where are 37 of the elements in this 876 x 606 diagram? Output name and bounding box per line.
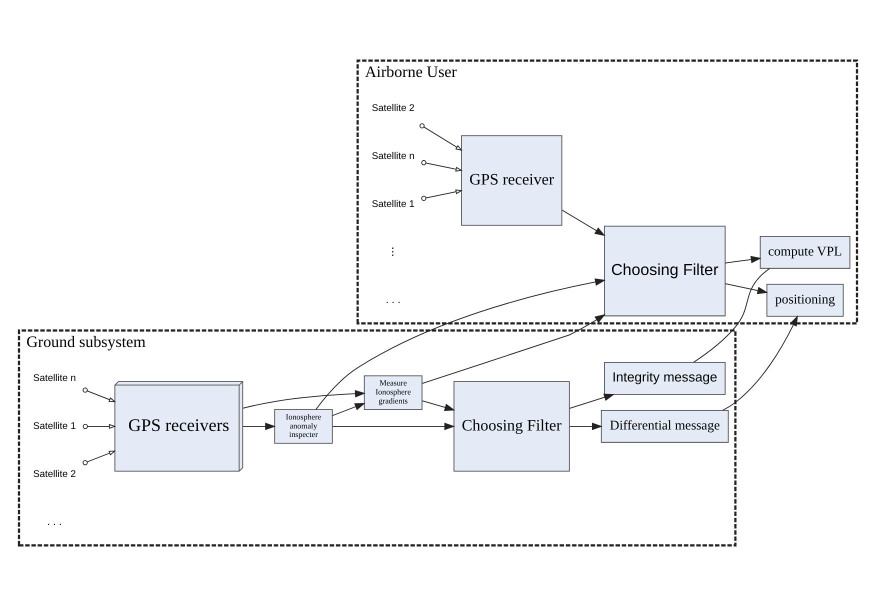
arrow [562, 210, 606, 236]
node-box: Differential message [600, 410, 729, 443]
label: . . . [47, 516, 62, 528]
node-box: Integrity message [604, 362, 726, 395]
node-text: Satellite n [372, 151, 415, 162]
arrow [82, 388, 116, 402]
label: . . . [386, 294, 401, 306]
node-box: GPS receiver [461, 135, 562, 226]
node-text: Satellite 2 [33, 468, 76, 480]
node-text: Satellite 1 [33, 420, 76, 432]
arrow [569, 394, 615, 409]
arrow [722, 315, 798, 411]
node-box: compute VPL [760, 236, 850, 269]
arrow [242, 422, 276, 430]
node-box: Measure Ionosphere gradients [364, 375, 422, 410]
node-text: Satellite n [33, 372, 76, 384]
arrow [82, 424, 116, 429]
arrow [420, 123, 463, 151]
arrow [569, 422, 603, 430]
arrow [332, 422, 456, 430]
arrow [724, 283, 768, 294]
arrow [82, 450, 116, 466]
arrow [422, 314, 606, 384]
node-box: Ionosphere anomaly inspecter [274, 409, 333, 444]
arrow [724, 256, 762, 264]
node-box: Choosing Filter [604, 226, 726, 316]
node-text: Satellite 1 [372, 198, 415, 210]
arrow [421, 189, 463, 201]
node-box: Choosing Filter [454, 381, 570, 472]
arrow [422, 400, 456, 411]
arrow [421, 160, 463, 172]
node-text: Satellite 2 [372, 103, 415, 114]
arrow [242, 390, 366, 409]
node-box: positioning [766, 284, 844, 317]
label: ⋮ [388, 246, 399, 258]
arrow [332, 402, 366, 416]
connector [693, 268, 770, 363]
